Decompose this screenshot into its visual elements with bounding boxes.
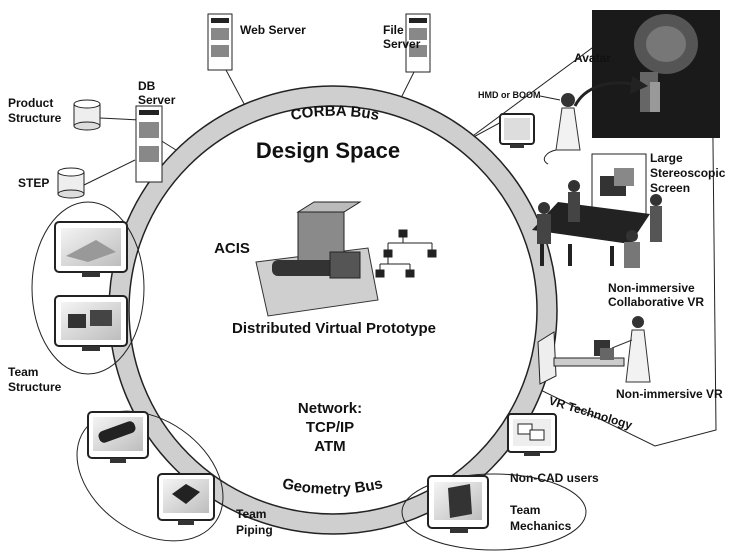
team-structure-label-line2: Structure (8, 380, 62, 394)
hmd-label: HMD or BOOM (478, 90, 541, 100)
prototype-label: Distributed Virtual Prototype (232, 320, 436, 337)
nonimmersive-vr-scene (537, 316, 651, 385)
hierarchy-tree-icon (375, 229, 437, 278)
vr-avatar-photo (592, 10, 720, 138)
step-database-icon (57, 167, 85, 199)
large-screen-label-line1: Large (650, 151, 683, 165)
atm-label: ATM (314, 438, 345, 455)
product-structure-database-icon (73, 99, 101, 131)
hmd-workstation-monitor-icon (499, 113, 535, 148)
team-piping-label-line2: Piping (236, 523, 273, 537)
acis-label: ACIS (214, 240, 250, 257)
web-server-label: Web Server (240, 23, 306, 37)
file-server-label-line1: File (383, 23, 404, 37)
hmd-user-figure (543, 93, 581, 165)
team-mechanics-monitor-icon (427, 475, 489, 533)
team-structure-label-line1: Team (8, 365, 38, 379)
file-server-icon (405, 13, 431, 73)
avatar-label: Avatar (574, 51, 611, 65)
corba-bus-label: CORBA Bus (289, 103, 380, 124)
team-structure-monitor-top-icon (54, 221, 128, 277)
design-space-ring-inner (128, 105, 538, 515)
product-structure-label-line1: Product (8, 96, 53, 110)
noncad-users-label: Non-CAD users (510, 471, 599, 485)
product-structure-label-line2: Structure (8, 111, 62, 125)
collab-vr-label-line1: Non-immersive (608, 281, 695, 295)
db-server-label-line1: DB (138, 79, 156, 93)
vr-region-outline (469, 47, 717, 447)
nonimmersive-vr-label: Non-immersive VR (616, 387, 723, 401)
team-mechanics-label-line2: Mechanics (510, 519, 572, 533)
team-mechanics-label-line1: Team (510, 503, 540, 517)
team-piping-label-line1: Team (236, 507, 266, 521)
stereoscopic-meeting-scene (532, 153, 662, 268)
collab-vr-label-line2: Collaborative VR (608, 295, 704, 309)
step-label: STEP (18, 176, 49, 190)
team-piping-monitor-bottom-icon (157, 473, 215, 525)
network-label: Network: (298, 400, 362, 417)
db-server-icon (135, 105, 163, 183)
tcpip-label: TCP/IP (306, 419, 354, 436)
file-server-label-line2: Server (383, 37, 421, 51)
team-piping-ellipse (76, 410, 224, 542)
team-structure-ellipse (31, 201, 145, 375)
acis-model-icon (255, 201, 379, 317)
team-mechanics-ellipse (401, 473, 587, 551)
design-space-title: Design Space (256, 138, 400, 163)
team-piping-monitor-top-icon (87, 411, 149, 463)
web-server-icon (207, 13, 233, 71)
large-screen-label-line3: Screen (650, 181, 690, 195)
team-structure-monitor-bottom-icon (54, 295, 128, 351)
db-server-label-line2: Server (138, 93, 176, 107)
geometry-bus-label: Geometry Bus (281, 475, 384, 498)
avatar-arrow (573, 81, 633, 107)
large-screen-label-line2: Stereoscopic (650, 166, 726, 180)
noncad-users-monitor-icon (507, 413, 557, 456)
avatar-arrow-head (630, 76, 648, 94)
